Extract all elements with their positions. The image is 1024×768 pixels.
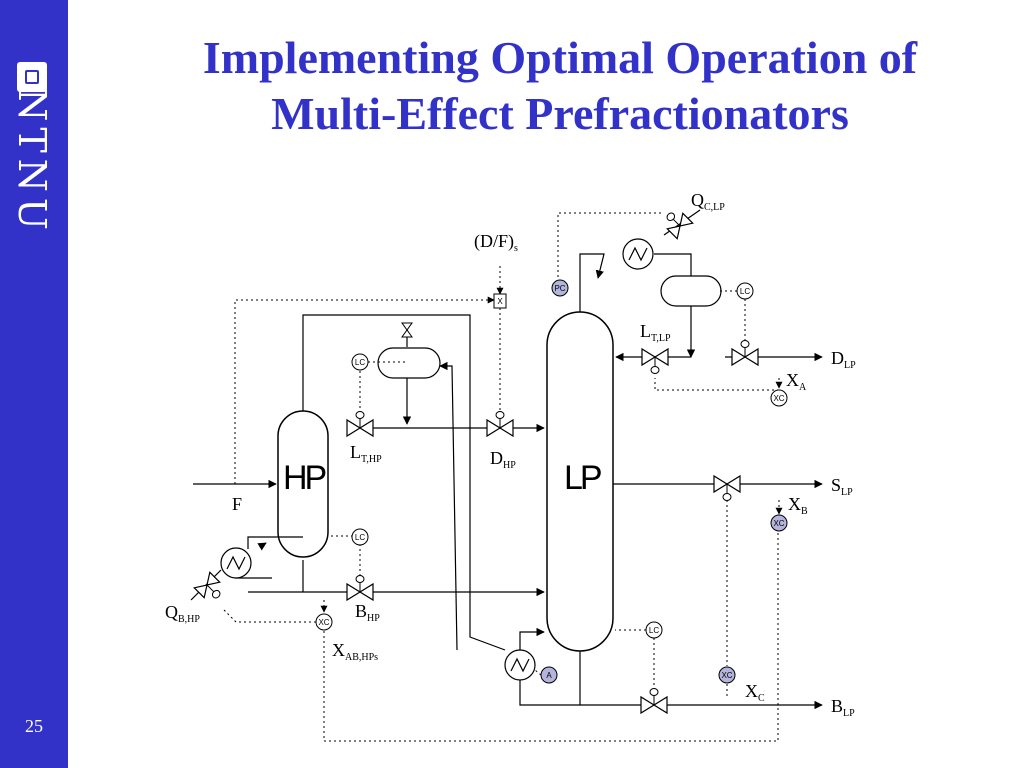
valve-s-lp-icon [713,475,741,502]
svg-text:XC: XC [773,519,784,528]
valve-d-lp-icon [731,339,759,366]
lc-lp-drum: LC [736,282,754,300]
pc-lp: PC [551,279,569,297]
lp-reflux-drum [660,275,722,307]
label-d-hp: DHP [490,448,516,471]
label-lt-lp: LT,LP [640,321,671,344]
label-x-c: XC [745,681,765,704]
hp-column: HP [277,410,329,558]
valve-b-hp-icon [346,574,374,601]
signal-lines [221,212,783,742]
title-line-2: Multi-Effect Prefractionators [271,88,849,139]
valve-d-hp-icon [486,410,514,437]
label-lt-hp: LT,HP [350,442,382,465]
slide-title: Implementing Optimal Operation of Multi-… [110,30,1010,142]
hp-reboiler-icon [220,547,252,579]
ntnu-logo-icon [17,62,47,92]
xc-c: XC [718,666,736,684]
label-s-lp: SLP [831,475,853,498]
lc-lp-bottom: LC [645,621,663,639]
ntnu-sidebar: NTNU 25 [0,0,68,768]
valve-lt-hp-icon [346,410,374,437]
stream-labels: F (D/F)s LT,HP DHP BHP QB,HP XAB,HPs QC,… [165,190,856,719]
label-x-b: XB [788,494,808,517]
label-x-a: XA [786,370,807,393]
svg-text:LC: LC [355,358,365,367]
valves [193,212,759,714]
lc-hp-bottom: LC [351,528,369,546]
valve-b-lp-icon [640,687,668,714]
valve-q-lp-icon [666,212,694,240]
svg-text:XC: XC [318,618,329,627]
svg-text:PC: PC [554,284,565,293]
lc-hp-drum: LC [351,353,369,371]
svg-text:LC: LC [740,287,750,296]
label-x-ab: XAB,HPs [332,640,378,663]
hp-column-label: HP [283,459,326,497]
controllers: LC LC XC X PC LC XC XC [315,279,788,684]
analyzer-a: A [540,666,558,684]
valve-lt-lp-icon [641,348,669,375]
svg-text:XC: XC [721,671,732,680]
xc-a: XC [770,389,788,407]
label-d-lp: DLP [831,348,856,371]
lp-condenser-icon [622,238,654,270]
svg-text:LC: LC [355,533,365,542]
label-q-lp: QC,LP [691,190,725,213]
xc-b: XC [770,514,788,532]
lp-column-label: LP [564,459,601,497]
valve-q-hp-icon [193,571,221,599]
label-b-hp: BHP [355,601,380,624]
page-number: 25 [25,716,43,736]
label-feed: F [232,494,242,514]
xc-hp: XC [315,613,333,631]
label-ds-ratio: (D/F)s [474,231,518,254]
label-b-lp: BLP [831,696,855,719]
title-line-1: Implementing Optimal Operation of [202,32,918,83]
ratio-block-x: X [493,293,507,309]
lp-column: LP [546,311,614,652]
svg-text:A: A [546,671,552,680]
svg-text:X: X [497,297,503,306]
label-q-hp: QB,HP [165,602,200,625]
svg-text:LC: LC [649,626,659,635]
hp-reflux-drum [377,347,441,379]
lp-reboiler-icon [504,649,536,681]
svg-text:XC: XC [773,394,784,403]
vent-valve-icon [401,322,413,338]
